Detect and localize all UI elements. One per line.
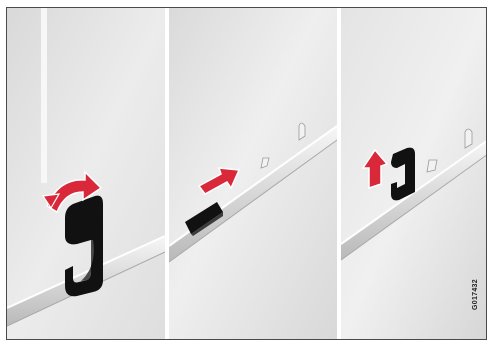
panel-3 <box>341 8 487 340</box>
illustration-frame <box>6 7 487 340</box>
panel-2 <box>169 8 337 340</box>
panel-1 <box>7 8 165 340</box>
panel-divider <box>165 8 169 340</box>
panel-divider <box>337 8 341 340</box>
figure-code-label: G017432 <box>472 279 479 310</box>
illustration-svg <box>7 8 487 340</box>
door-pillar <box>41 8 47 183</box>
